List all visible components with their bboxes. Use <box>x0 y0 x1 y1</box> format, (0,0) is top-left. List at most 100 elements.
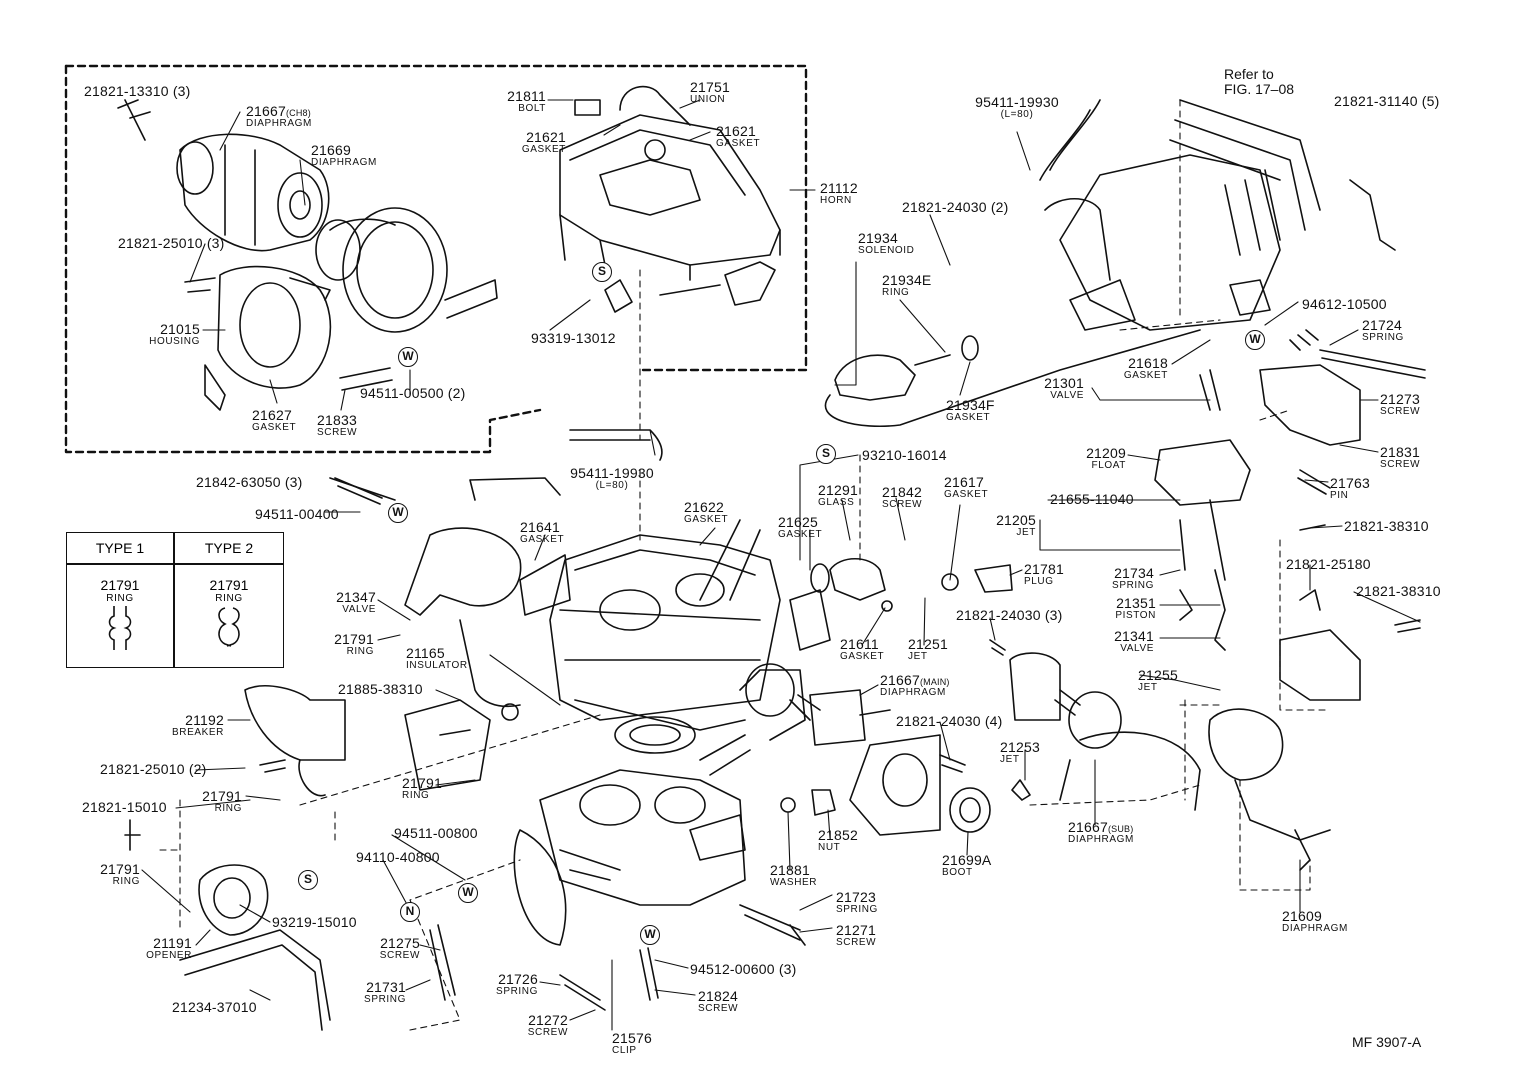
part-callout: 95411-19930(L=80) <box>570 466 654 491</box>
part-number: 94511-00500 (2) <box>360 385 466 401</box>
part-callout: 21667(SUB)DIAPHRAGM <box>1068 820 1134 845</box>
figure-reference: Refer to FIG. 17–08 <box>1224 66 1294 98</box>
part-number: 21751 <box>690 79 730 95</box>
part-name: SPRING <box>496 986 538 997</box>
part-name: SCREW <box>527 1027 568 1038</box>
part-name: SPRING <box>1112 580 1154 591</box>
part-number: 21852 <box>818 827 858 843</box>
symbol-w: W <box>640 925 660 945</box>
part-number: 21791 <box>202 788 242 804</box>
part-number: 21821-24030 (4) <box>896 713 1003 729</box>
part-name: PISTON <box>1115 610 1156 621</box>
part-number: 21821-38310 <box>1356 583 1441 599</box>
reference-line-1: Refer to <box>1224 66 1274 82</box>
part-number: 21192 <box>185 712 224 728</box>
part-number: 21724 <box>1362 317 1402 333</box>
part-number: 21641 <box>520 519 560 535</box>
part-number: 94512-00600 (3) <box>690 961 797 977</box>
part-number: 21821-24030 (2) <box>902 199 1009 215</box>
part-name: (L=80) <box>595 480 629 491</box>
part-number: 21621 <box>526 129 566 145</box>
part-number-row: 21667(SUB) <box>1068 820 1134 834</box>
part-callout: 21821-15010 <box>82 800 167 814</box>
part-number: 93210-16014 <box>862 447 947 463</box>
part-name: RING <box>112 876 140 887</box>
part-callout: 21234-37010 <box>172 1000 257 1014</box>
part-callout: 94612-10500 <box>1302 297 1387 311</box>
part-name: SPRING <box>836 904 878 915</box>
part-name: INSULATOR <box>406 660 468 671</box>
small-hardware <box>124 469 1421 1011</box>
part-name: JET <box>908 651 928 662</box>
part-name: PIN <box>1330 490 1349 501</box>
part-number: 21251 <box>908 636 948 652</box>
type1-header: TYPE 1 <box>95 540 145 556</box>
leader-lines <box>141 99 1421 1031</box>
part-callout: 94512-00600 (3) <box>690 962 797 976</box>
choke-diaphragm-assembly <box>117 99 498 411</box>
part-number: 21821-13310 (3) <box>84 83 191 99</box>
part-number: 21699A <box>942 852 992 868</box>
part-name: RING <box>402 790 430 801</box>
part-name: SCREW <box>698 1003 739 1014</box>
part-number: 21791 <box>100 861 140 877</box>
part-number: 21821-38310 <box>1344 518 1429 534</box>
part-number: 21831 <box>1380 444 1420 460</box>
part-number: 94511-00400 <box>255 506 339 522</box>
symbol-s: S <box>816 444 836 464</box>
part-number: 21191 <box>153 935 192 951</box>
symbol-n: N <box>400 902 420 922</box>
part-name: DIAPHRAGM <box>246 118 312 129</box>
ring-type-table: TYPE 1 TYPE 2 21791 RING 21791 RING <box>66 532 284 668</box>
part-name: RING <box>882 287 910 298</box>
part-number: 21618 <box>1128 355 1168 371</box>
part-number: 93219-15010 <box>272 914 357 930</box>
part-number-row: 21667(MAIN) <box>880 673 950 687</box>
part-name: DIAPHRAGM <box>880 687 946 698</box>
symbol-s: S <box>592 262 612 282</box>
part-number: 21723 <box>836 889 876 905</box>
part-number: 21667 <box>880 672 920 688</box>
part-number: 21842-63050 (3) <box>196 474 303 490</box>
part-number: 21934E <box>882 272 932 288</box>
part-callout: 21655-11040 <box>1050 492 1134 506</box>
part-callout: 93219-15010 <box>272 915 357 929</box>
part-number: 21609 <box>1282 908 1322 924</box>
part-number: 21271 <box>836 922 876 938</box>
part-callout: 94511-00400 <box>255 507 339 521</box>
part-name: VALVE <box>1120 643 1154 654</box>
table-divider <box>173 533 175 667</box>
float-bowl-assembly <box>1044 99 1426 841</box>
part-number: 21842 <box>882 484 922 500</box>
part-callout: 94511-00500 (2) <box>360 386 465 400</box>
part-name: NUT <box>818 842 841 853</box>
part-number: 21791 <box>402 775 442 791</box>
part-name: DIAPHRAGM <box>1282 923 1348 934</box>
part-name: UNION <box>690 94 726 105</box>
symbol-s: S <box>298 870 318 890</box>
part-number: 21275 <box>380 935 420 951</box>
part-number: 21617 <box>944 474 984 490</box>
alignment-lines <box>159 99 1331 1031</box>
part-number: 21669 <box>311 142 351 158</box>
part-callout: 94110-40800 <box>356 850 440 864</box>
part-callout: 21821-25010 (2) <box>100 762 207 776</box>
part-name: GASKET <box>252 422 297 433</box>
part-name: SCREW <box>836 937 877 948</box>
